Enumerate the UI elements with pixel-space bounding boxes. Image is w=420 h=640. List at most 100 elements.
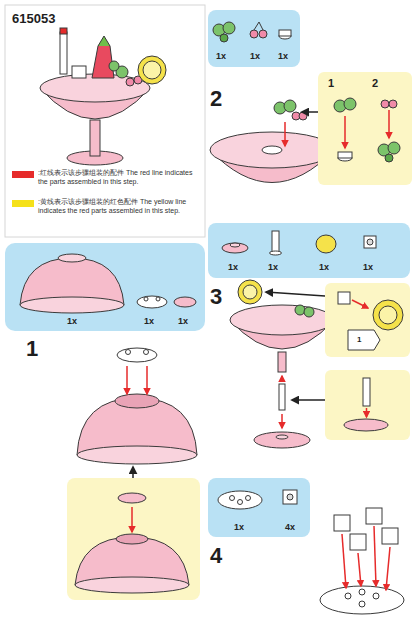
legend-swatch	[12, 171, 34, 178]
step2-inset-drawing-part	[385, 154, 393, 162]
part-quantity: 1x	[234, 523, 244, 532]
step3-assembly-part	[281, 376, 283, 381]
step4-assembly-part	[359, 601, 365, 607]
part-drawings-part	[246, 496, 251, 501]
finished-sundae-part	[92, 42, 114, 78]
finished-sundae-part	[126, 78, 134, 86]
step4-assembly-part	[359, 589, 365, 595]
parts-panel-bg-part	[5, 243, 205, 331]
step1-assembly-part	[144, 350, 149, 355]
step1-inset	[67, 478, 200, 600]
part-drawings-part	[220, 34, 228, 42]
step2-assembly-part	[284, 122, 286, 146]
step3-insets-part	[325, 370, 410, 440]
callout-number: 1	[328, 78, 334, 89]
step1-assembly-part	[126, 366, 128, 394]
part-drawings-part	[250, 30, 258, 38]
step1-assembly-part	[117, 348, 157, 362]
step-number: 2	[210, 88, 222, 110]
part-drawings	[222, 231, 376, 255]
legend-text: :黄线表示该步骤组装的红色配件 The yellow line indicate…	[38, 198, 200, 216]
step3-inset-drawing-part	[379, 306, 397, 324]
detail-inset: 12	[318, 72, 412, 185]
step3-assembly-part	[254, 432, 310, 448]
part-drawings-part	[174, 297, 196, 307]
step4-assembly-part	[342, 534, 346, 588]
step-number: 4	[210, 545, 222, 567]
step1-assembly	[77, 348, 197, 478]
finished-sundae-part	[143, 61, 161, 79]
callout-number: 1	[357, 336, 361, 344]
step1-assembly-part	[146, 366, 148, 394]
part-drawings-part	[144, 297, 148, 301]
step3-assembly-part	[266, 292, 325, 296]
step4-assembly-part	[334, 515, 350, 531]
step3-inset-drawing-part	[366, 408, 368, 417]
part-quantity: 1x	[228, 263, 238, 272]
step4-assembly-part	[366, 508, 382, 524]
step2-assembly-part	[299, 112, 307, 120]
part-drawings-part	[156, 297, 160, 301]
step3-inset-drawing-part	[352, 300, 368, 308]
part-drawings-part	[259, 30, 267, 38]
finished-sundae-part	[72, 66, 86, 78]
part-drawings-part	[283, 490, 297, 504]
step2-inset-part	[318, 72, 412, 185]
part-drawings-part	[270, 251, 282, 255]
step4-assembly-part	[374, 526, 376, 586]
step2-inset-drawing-part	[344, 98, 356, 110]
part-drawings-part	[230, 243, 240, 247]
step2-inset-drawing	[334, 98, 400, 162]
step3-assembly	[230, 280, 334, 448]
step2-inset-drawing-part	[389, 100, 397, 108]
parts-panel-bg	[208, 478, 310, 537]
step3-assembly-part	[281, 414, 283, 428]
step2-inset	[318, 72, 412, 185]
step1-inset-drawing-part	[116, 534, 148, 544]
part-quantity: 1x	[268, 263, 278, 272]
step3-insets-part	[325, 283, 410, 357]
part-drawings-part	[367, 239, 373, 245]
step1-assembly-part	[126, 350, 131, 355]
step3-inset-drawing-part	[338, 292, 350, 304]
step3-assembly-part	[243, 285, 257, 299]
step3-assembly-part	[276, 435, 288, 439]
part-quantity: 1x	[178, 317, 188, 326]
part-drawings-part	[137, 296, 167, 308]
step2-assembly-part	[210, 132, 334, 168]
part-drawings-part	[272, 231, 279, 253]
step2-inset-drawing-part	[344, 116, 346, 148]
part-drawings-part	[58, 254, 86, 262]
parts-panel-bg-part	[208, 223, 410, 278]
legend-text: :红线表示该步骤组装的配件 The red line indicates the…	[38, 169, 200, 187]
finished-sundae-part	[109, 61, 119, 71]
callout-number: 2	[372, 78, 378, 89]
step4-assembly	[320, 508, 404, 614]
part-drawings-part	[238, 500, 243, 505]
part-quantity: 1x	[250, 52, 260, 61]
step1-inset-part	[67, 478, 200, 600]
part-drawings-part	[254, 22, 263, 30]
step3-assembly-part	[238, 280, 262, 304]
part-drawings	[218, 490, 297, 509]
step1-assembly-part	[115, 394, 159, 408]
finished-sundae-part	[98, 36, 110, 46]
finished-sundae-part	[138, 56, 166, 84]
set-number: 615053	[12, 11, 55, 26]
part-drawings	[20, 254, 196, 313]
title-box	[5, 5, 205, 237]
part-drawings-part	[316, 235, 336, 253]
step1-inset-drawing-part	[75, 577, 189, 593]
part-quantity: 1x	[363, 263, 373, 272]
step3-insets	[325, 283, 410, 440]
step3-assembly-part	[230, 305, 334, 335]
step2-inset-drawing-part	[388, 142, 400, 154]
part-drawings-part	[20, 297, 124, 313]
step1-assembly-part	[77, 446, 197, 464]
parts-panel-bg	[208, 10, 300, 67]
step1-inset-drawing-part	[131, 507, 133, 532]
part-drawings-part	[230, 496, 235, 501]
step3-inset-drawing-part	[373, 300, 403, 330]
step2-assembly-part	[284, 100, 296, 112]
